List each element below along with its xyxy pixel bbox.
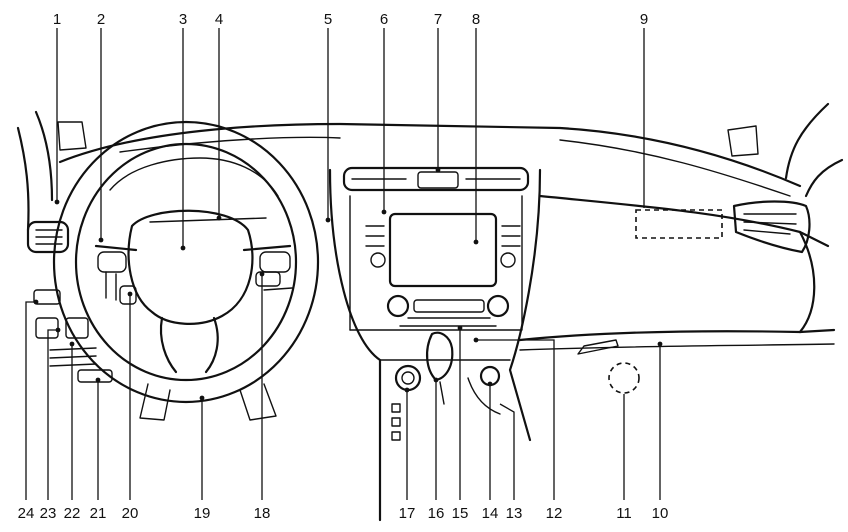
callout-10: 10 <box>652 505 669 522</box>
callout-7: 7 <box>434 11 442 28</box>
callout-12: 12 <box>546 505 563 522</box>
callout-13: 13 <box>506 505 523 522</box>
callout-15: 15 <box>452 505 469 522</box>
callout-18: 18 <box>254 505 271 522</box>
center-console <box>391 331 501 441</box>
callout-21: 21 <box>90 505 107 522</box>
callout-1: 1 <box>53 11 61 28</box>
callout-2: 2 <box>97 11 105 28</box>
callout-3: 3 <box>179 11 187 28</box>
callout-11: 11 <box>616 505 632 522</box>
callout-20: 20 <box>122 505 139 522</box>
callout-17: 17 <box>399 505 416 522</box>
callout-5: 5 <box>324 11 332 28</box>
callout-numbers-bottom: 24 23 22 21 20 19 18 17 16 15 14 13 12 1… <box>18 505 669 522</box>
callout-9: 9 <box>640 11 648 28</box>
passenger-side <box>577 200 811 394</box>
callout-14: 14 <box>482 505 499 522</box>
leader-lines <box>25 28 663 500</box>
center-stack <box>342 166 530 331</box>
callout-8: 8 <box>472 11 480 28</box>
driver-side-vent <box>26 220 70 254</box>
callout-numbers-top: 1 2 3 4 5 6 7 8 9 <box>53 11 648 28</box>
dashboard-outline <box>16 102 844 522</box>
callout-19: 19 <box>194 505 211 522</box>
callout-4: 4 <box>215 11 223 28</box>
callout-22: 22 <box>64 505 81 522</box>
callout-6: 6 <box>380 11 388 28</box>
callout-16: 16 <box>428 505 445 522</box>
callout-23: 23 <box>40 505 57 522</box>
steering-wheel <box>52 120 320 421</box>
callout-24: 24 <box>18 505 35 522</box>
